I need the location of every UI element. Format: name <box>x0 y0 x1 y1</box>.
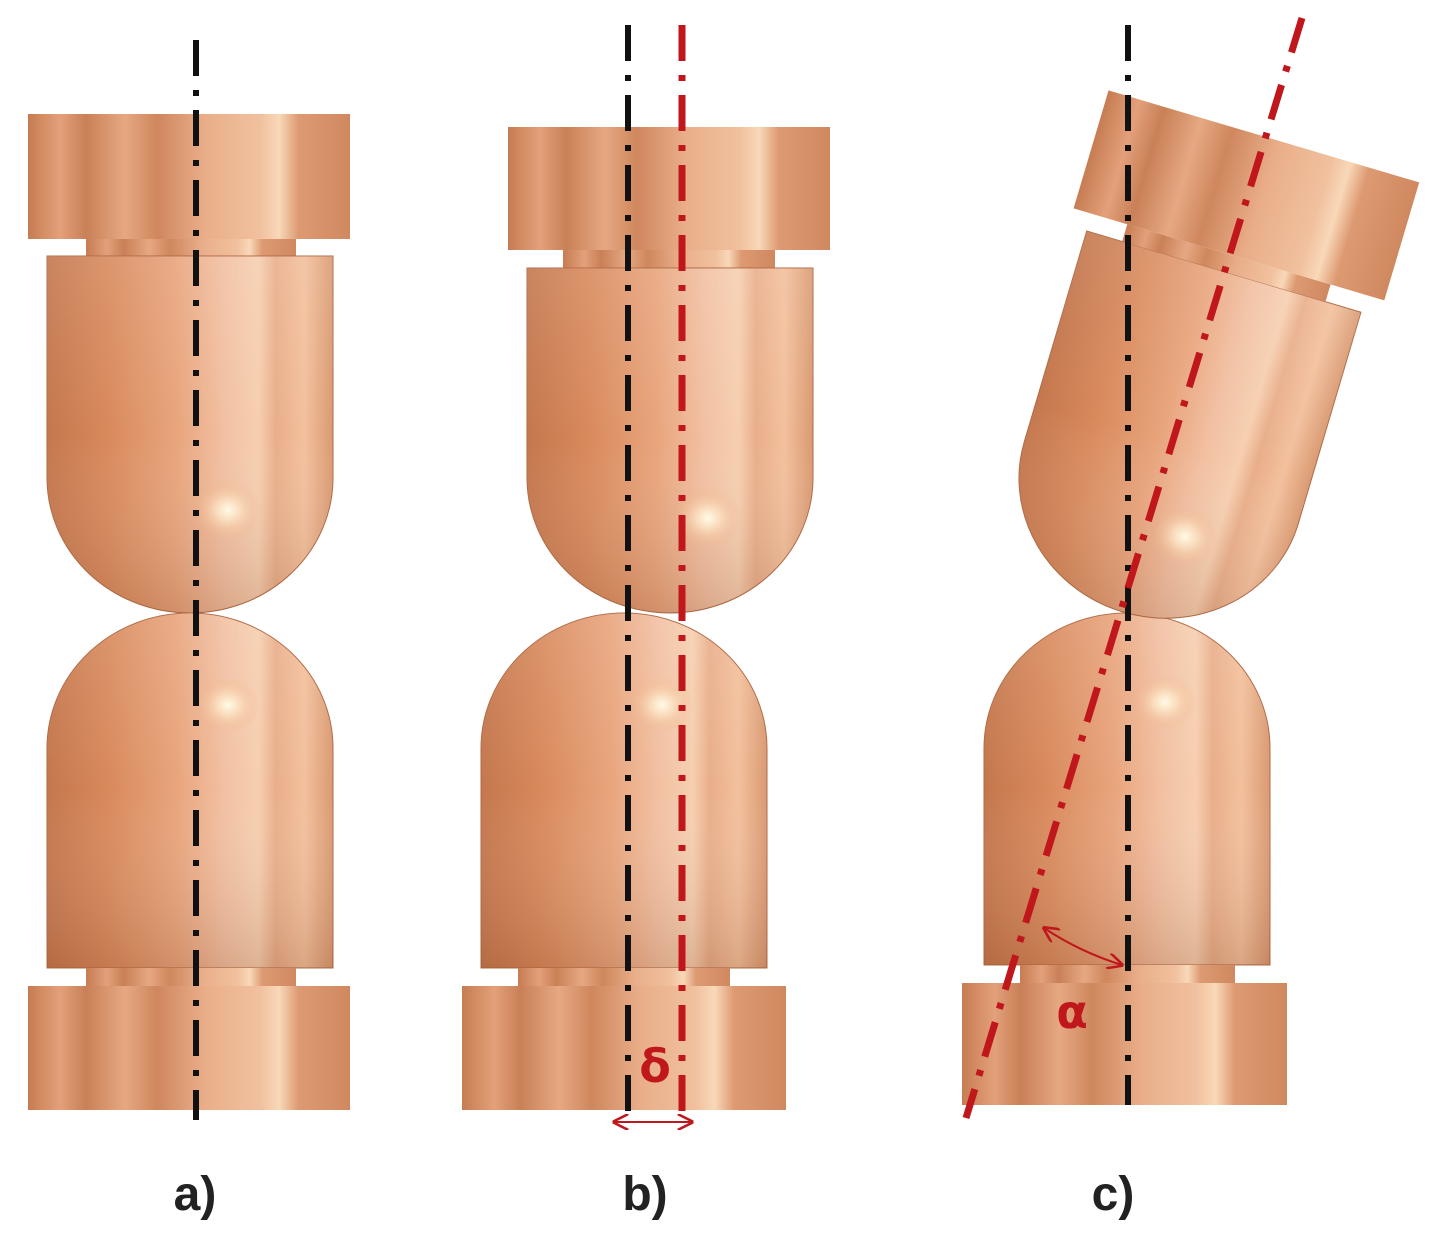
upper-electrode <box>508 127 830 614</box>
lower-holder-cap <box>28 986 350 1110</box>
upper-tip-highlight <box>674 488 742 548</box>
lower-electrode <box>462 612 786 1110</box>
upper-tip-highlight <box>1151 506 1219 567</box>
upper-electrode <box>28 114 350 614</box>
upper-holder-cap <box>28 114 350 239</box>
lower-electrode <box>962 612 1287 1105</box>
upper-tip-highlight <box>194 480 262 540</box>
lower-holder-neck <box>86 968 296 986</box>
panel-b: δ b) <box>462 25 830 1221</box>
panel-c: α c) <box>962 16 1420 1221</box>
lower-holder-cap <box>962 983 1287 1105</box>
angle-symbol: α <box>1056 985 1088 1039</box>
lower-holder-neck <box>518 968 730 986</box>
angle-arc-arrow <box>1044 928 1122 965</box>
lower-tip-highlight <box>630 677 694 733</box>
panel-a: a) <box>28 40 350 1221</box>
upper-holder-cap <box>508 127 830 250</box>
panel-label-b: b) <box>622 1168 667 1221</box>
upper-holder-neck <box>1122 224 1331 302</box>
lower-electrode <box>28 612 350 1110</box>
panel-label-c: c) <box>1092 1168 1135 1221</box>
upper-holder-cap <box>1073 90 1420 301</box>
lower-holder-cap <box>462 986 786 1110</box>
panel-label-a: a) <box>174 1168 217 1221</box>
lower-tip-highlight <box>1133 674 1197 730</box>
lower-tip-highlight <box>196 677 260 733</box>
upper-electrode-tilted <box>1018 90 1420 619</box>
upper-electrode-axis-c <box>962 16 1306 1120</box>
upper-holder-neck <box>563 250 775 268</box>
upper-holder-neck <box>86 239 296 256</box>
offset-symbol: δ <box>639 1039 671 1093</box>
